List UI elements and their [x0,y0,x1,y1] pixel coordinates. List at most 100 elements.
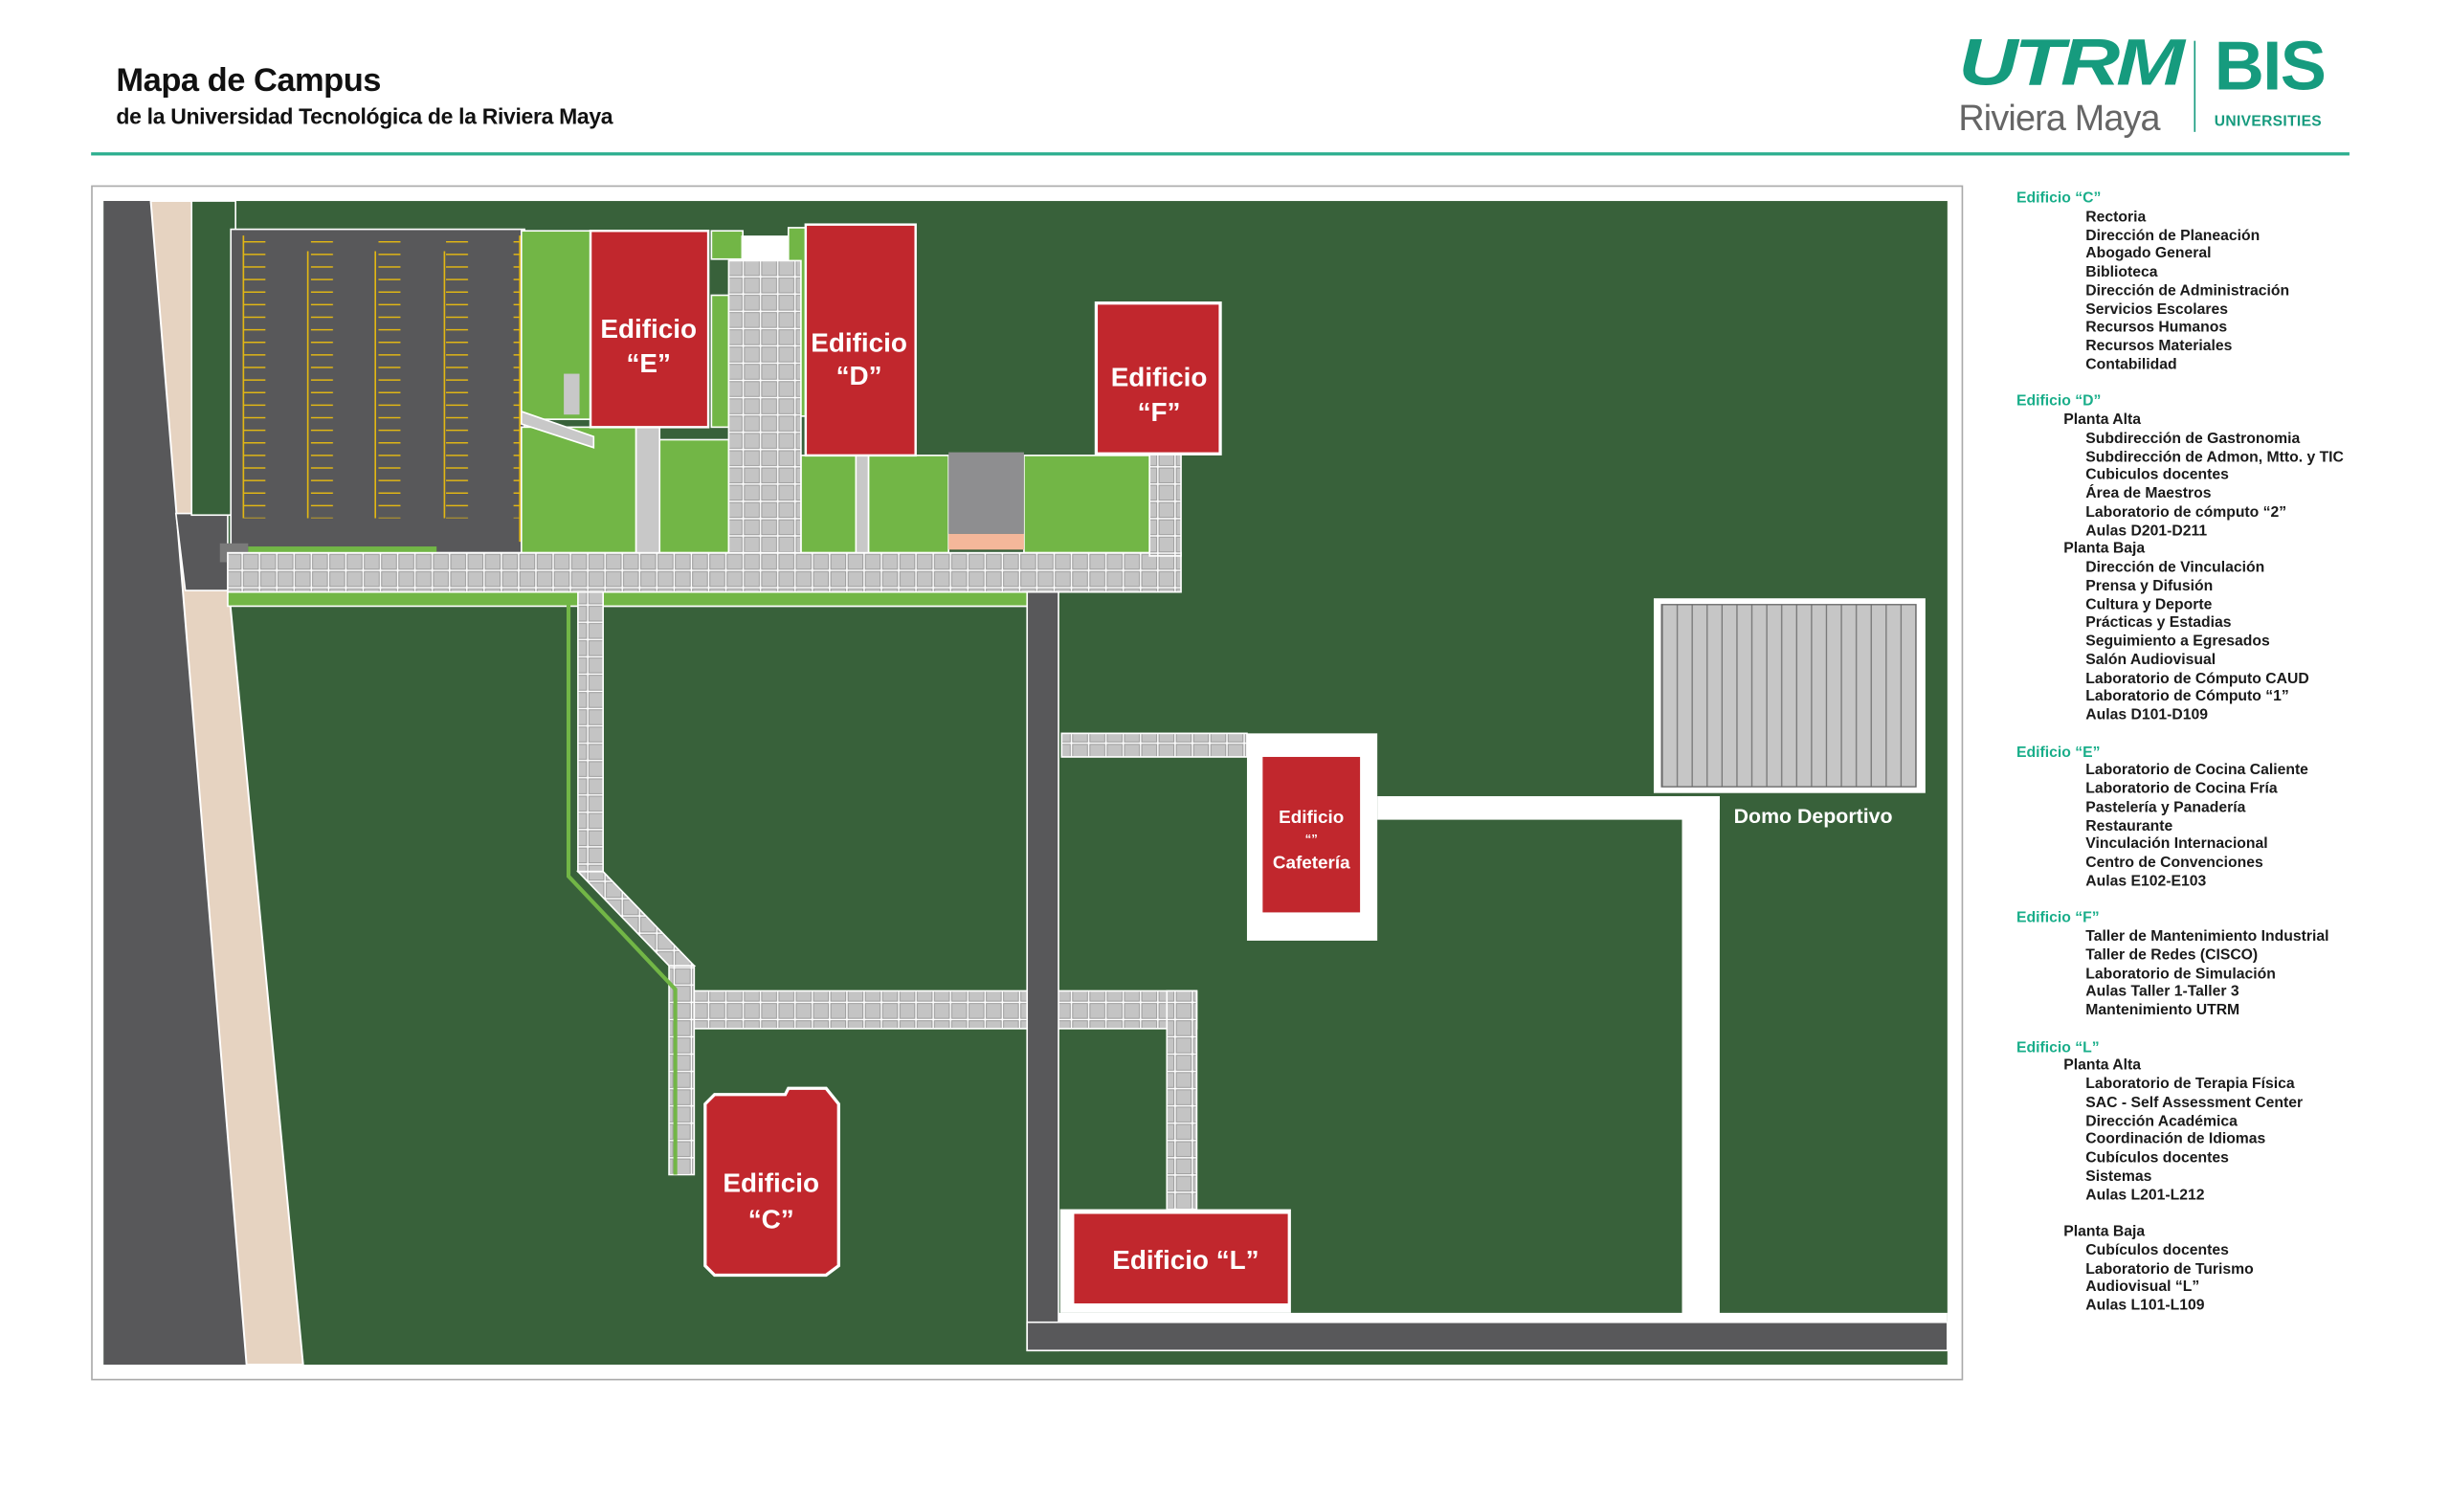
building-f[interactable]: Edificio “F” [1094,301,1222,456]
walkway-border [566,593,678,1175]
legend-item: Laboratorio de Cómputo CAUD [2085,669,2309,687]
parking-spaces [240,235,523,519]
path [1682,795,1720,1317]
grass-strip [190,200,236,517]
legend-item: Coordinación de Idiomas [2085,1130,2266,1148]
university-logo: UTRM Riviera Maya BIS UNIVERSITIES [1955,25,2348,138]
legend-item: Contabilidad [2085,356,2177,374]
legend-item: Abogado General [2085,245,2212,263]
building-d-label: Edificio [811,328,907,358]
legend-spacer [2016,1205,2425,1223]
service-area [948,533,1024,550]
legend-building-heading: Edificio “L” [2016,1038,2100,1056]
legend-item: Aulas Taller 1-Taller 3 [2085,983,2239,1001]
building-e[interactable]: Edificio “E” [589,229,710,429]
walkways [227,259,1248,1211]
legend-spacer [2016,725,2425,744]
legend-item: Salón Audiovisual [2085,651,2216,669]
legend-item: Vinculación Internacional [2085,835,2268,854]
logo-universities: UNIVERSITIES [2214,113,2323,131]
building-e-label: Edificio [600,314,697,344]
service-building [948,452,1024,534]
ramp [564,373,580,415]
building-d[interactable]: Edificio “D” [804,223,917,457]
building-f-letter: “F” [1138,397,1181,427]
legend-item: Sistemas [2085,1167,2152,1186]
walkway [635,426,661,554]
building-cafeteria[interactable]: Edificio “” Cafetería [1246,733,1378,941]
path [1377,795,1720,820]
cafeteria-name: Cafetería [1273,852,1350,872]
legend-item: Seguimiento a Egresados [2085,633,2270,651]
path [1058,1312,1948,1323]
legend-item: Rectoria [2085,208,2147,226]
legend-item: Centro de Convenciones [2085,854,2263,872]
building-f-label: Edificio [1111,363,1208,392]
legend-item: Restaurante [2085,817,2173,835]
legend-item: Laboratorio de cómputo “2” [2085,503,2287,522]
parking-lane-lines [242,235,521,543]
legend-item: Cubículos docentes [2085,1241,2229,1259]
main-road [103,201,247,1366]
legend-item: Servicios Escolares [2085,300,2229,319]
page-title: Mapa de Campus [116,62,381,100]
building-l[interactable]: Edificio “L” [1059,1209,1291,1313]
legend-item: Aulas L101-L109 [2085,1297,2205,1315]
legend-item: Aulas D201-D211 [2085,522,2208,540]
lawns [227,227,1151,608]
legend-spacer [2016,1020,2425,1038]
legend-item: SAC - Self Assessment Center [2085,1094,2304,1112]
walkway [855,455,870,554]
building-c-letter: “C” [748,1204,794,1234]
legend-item: Recursos Humanos [2085,319,2228,337]
internal-road [1026,1321,1949,1352]
legend-item: Cubículos docentes [2085,1149,2229,1167]
legend-item: Aulas L201-L212 [2085,1186,2205,1204]
legend-item: Laboratorio de Cómputo “1” [2085,688,2289,706]
legend-floor-label: Planta Alta [2063,1056,2142,1075]
legend-item: Cultura y Deporte [2085,595,2213,613]
sidewalk [149,200,304,1367]
cafeteria-label: Edificio [1279,807,1344,827]
walkway [520,410,595,449]
building-e-letter: “E” [626,348,670,378]
legend-item: Biblioteca [2085,263,2158,281]
diagonal-walkway [575,870,697,967]
building-l-label: Edificio “L” [1112,1245,1258,1275]
legend-item: Cubiculos docentes [2085,466,2229,484]
legend-item: Recursos Materiales [2085,337,2233,355]
legend-item: Dirección de Planeación [2085,227,2261,245]
plaza [741,235,789,261]
header-divider [91,152,2350,156]
building-c-label: Edificio [723,1168,819,1198]
legend-item: Mantenimiento UTRM [2085,1001,2240,1020]
legend-item: Prensa y Difusión [2085,577,2214,595]
building-c[interactable]: Edificio “C” [703,1086,840,1278]
grass-strip [248,546,437,555]
internal-road [1026,590,1059,1352]
legend-item: Laboratorio de Turismo [2085,1259,2254,1278]
legend-item: Dirección de Vinculación [2085,559,2265,577]
legend-floor-label: Planta Alta [2063,411,2142,429]
legend-item: Taller de Mantenimiento Industrial [2085,927,2329,945]
legend-item: Laboratorio de Terapia Física [2085,1076,2295,1094]
logo-divider [2194,40,2196,132]
legend-building-heading: Edificio “E” [2016,744,2101,762]
legend-item: Aulas E102-E103 [2085,872,2207,891]
legend-item: Laboratorio de Simulación [2085,965,2276,983]
legend-item: Área de Maestros [2085,485,2212,503]
legend-building-heading: Edificio “C” [2016,189,2102,208]
legend-floor-label: Planta Baja [2063,1223,2146,1241]
legend-item: Subdirección de Admon, Mtto. y TIC [2085,448,2344,466]
legend-building-heading: Edificio “D” [2016,392,2102,411]
bis-logo-mark: BIS [2214,28,2327,105]
legend-item: Dirección Académica [2085,1112,2238,1130]
legend-item: Laboratorio de Cocina Fría [2085,780,2278,798]
legend-spacer [2016,891,2425,909]
legend-floor-label: Planta Baja [2063,540,2146,558]
legend-item: Dirección de Administración [2085,281,2290,300]
domo-label: Domo Deportivo [1734,805,1893,828]
